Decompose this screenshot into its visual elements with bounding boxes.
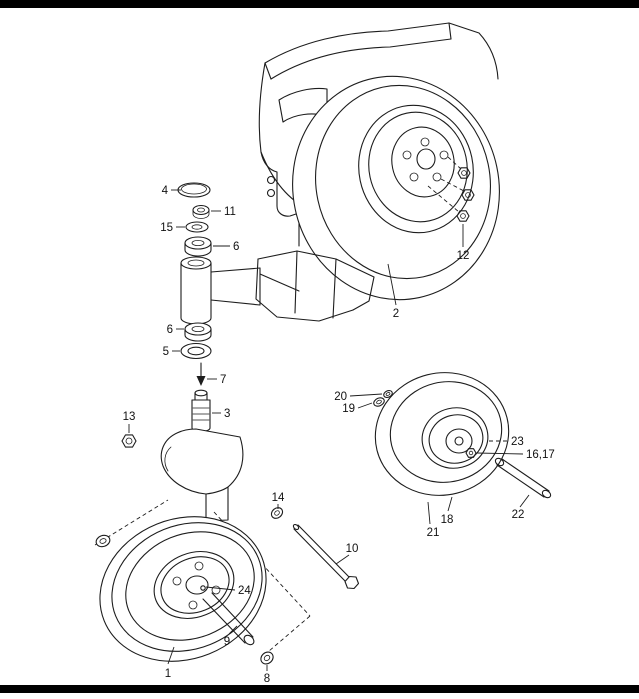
part-label-9: 9 <box>224 636 230 648</box>
caster-fork <box>160 428 244 522</box>
part-label-14: 14 <box>272 492 285 504</box>
washers-19-20 <box>373 389 393 407</box>
axle-sleeve-9 <box>202 592 255 646</box>
part-label-13: 13 <box>123 411 136 423</box>
part-label-21: 21 <box>427 527 440 539</box>
part-label-7: 7 <box>220 374 226 386</box>
part-label-10: 10 <box>346 543 359 555</box>
part-label-5: 5 <box>163 346 169 358</box>
axle-bolt-10 <box>292 523 360 590</box>
part-label-8: 8 <box>264 673 270 685</box>
part-label-6a: 6 <box>233 241 239 253</box>
part-3-spindle-shaft <box>191 389 211 433</box>
front-caster-wheel <box>99 516 267 662</box>
part-4-dust-cap <box>177 182 211 198</box>
part-13-nut <box>121 434 137 448</box>
part-label-11: 11 <box>224 206 236 218</box>
part-label-20: 20 <box>334 391 347 403</box>
part-label-22: 22 <box>512 509 525 521</box>
spindle-housing <box>180 256 212 325</box>
part-7-direction-arrow-icon <box>196 362 206 386</box>
leader-lines <box>128 189 530 671</box>
part-label-19: 19 <box>342 403 355 415</box>
part-label-6b: 6 <box>167 324 173 336</box>
left-bushing <box>95 534 111 548</box>
washer-14 <box>270 507 284 519</box>
right-wheel <box>374 372 510 496</box>
lug-alignment-lines <box>427 156 465 213</box>
machine-body <box>258 22 499 247</box>
caster-exploded-parts <box>121 182 212 448</box>
part-5-seal <box>180 342 212 360</box>
axle-pin-22 <box>494 457 552 499</box>
axle-nut-8 <box>260 651 274 665</box>
part-6-bottom-bearing <box>184 322 212 342</box>
part-label-3: 3 <box>224 408 230 420</box>
rear-wheel <box>292 75 500 301</box>
part-label-18: 18 <box>441 514 454 526</box>
part-labels: 4 11 15 6 6 5 7 3 13 2 12 1 24 9 8 14 10… <box>123 185 555 685</box>
part-label-24: 24 <box>238 585 251 597</box>
deck-lower <box>255 250 375 322</box>
part-label-2: 2 <box>393 308 399 320</box>
part-11-bearing <box>192 204 210 219</box>
top-border-bar <box>0 0 639 8</box>
part-15-washer <box>185 221 209 233</box>
part-label-1: 1 <box>165 668 171 680</box>
lug-nuts <box>456 167 475 222</box>
caster-arm <box>210 267 300 306</box>
part-6-top-bearing <box>184 236 212 257</box>
part-label-23: 23 <box>511 436 524 448</box>
part-label-12: 12 <box>457 250 470 262</box>
bottom-border-bar <box>0 685 639 693</box>
part-label-16-17: 16,17 <box>526 449 555 461</box>
part-label-4: 4 <box>162 185 169 197</box>
part-label-15: 15 <box>160 222 173 234</box>
